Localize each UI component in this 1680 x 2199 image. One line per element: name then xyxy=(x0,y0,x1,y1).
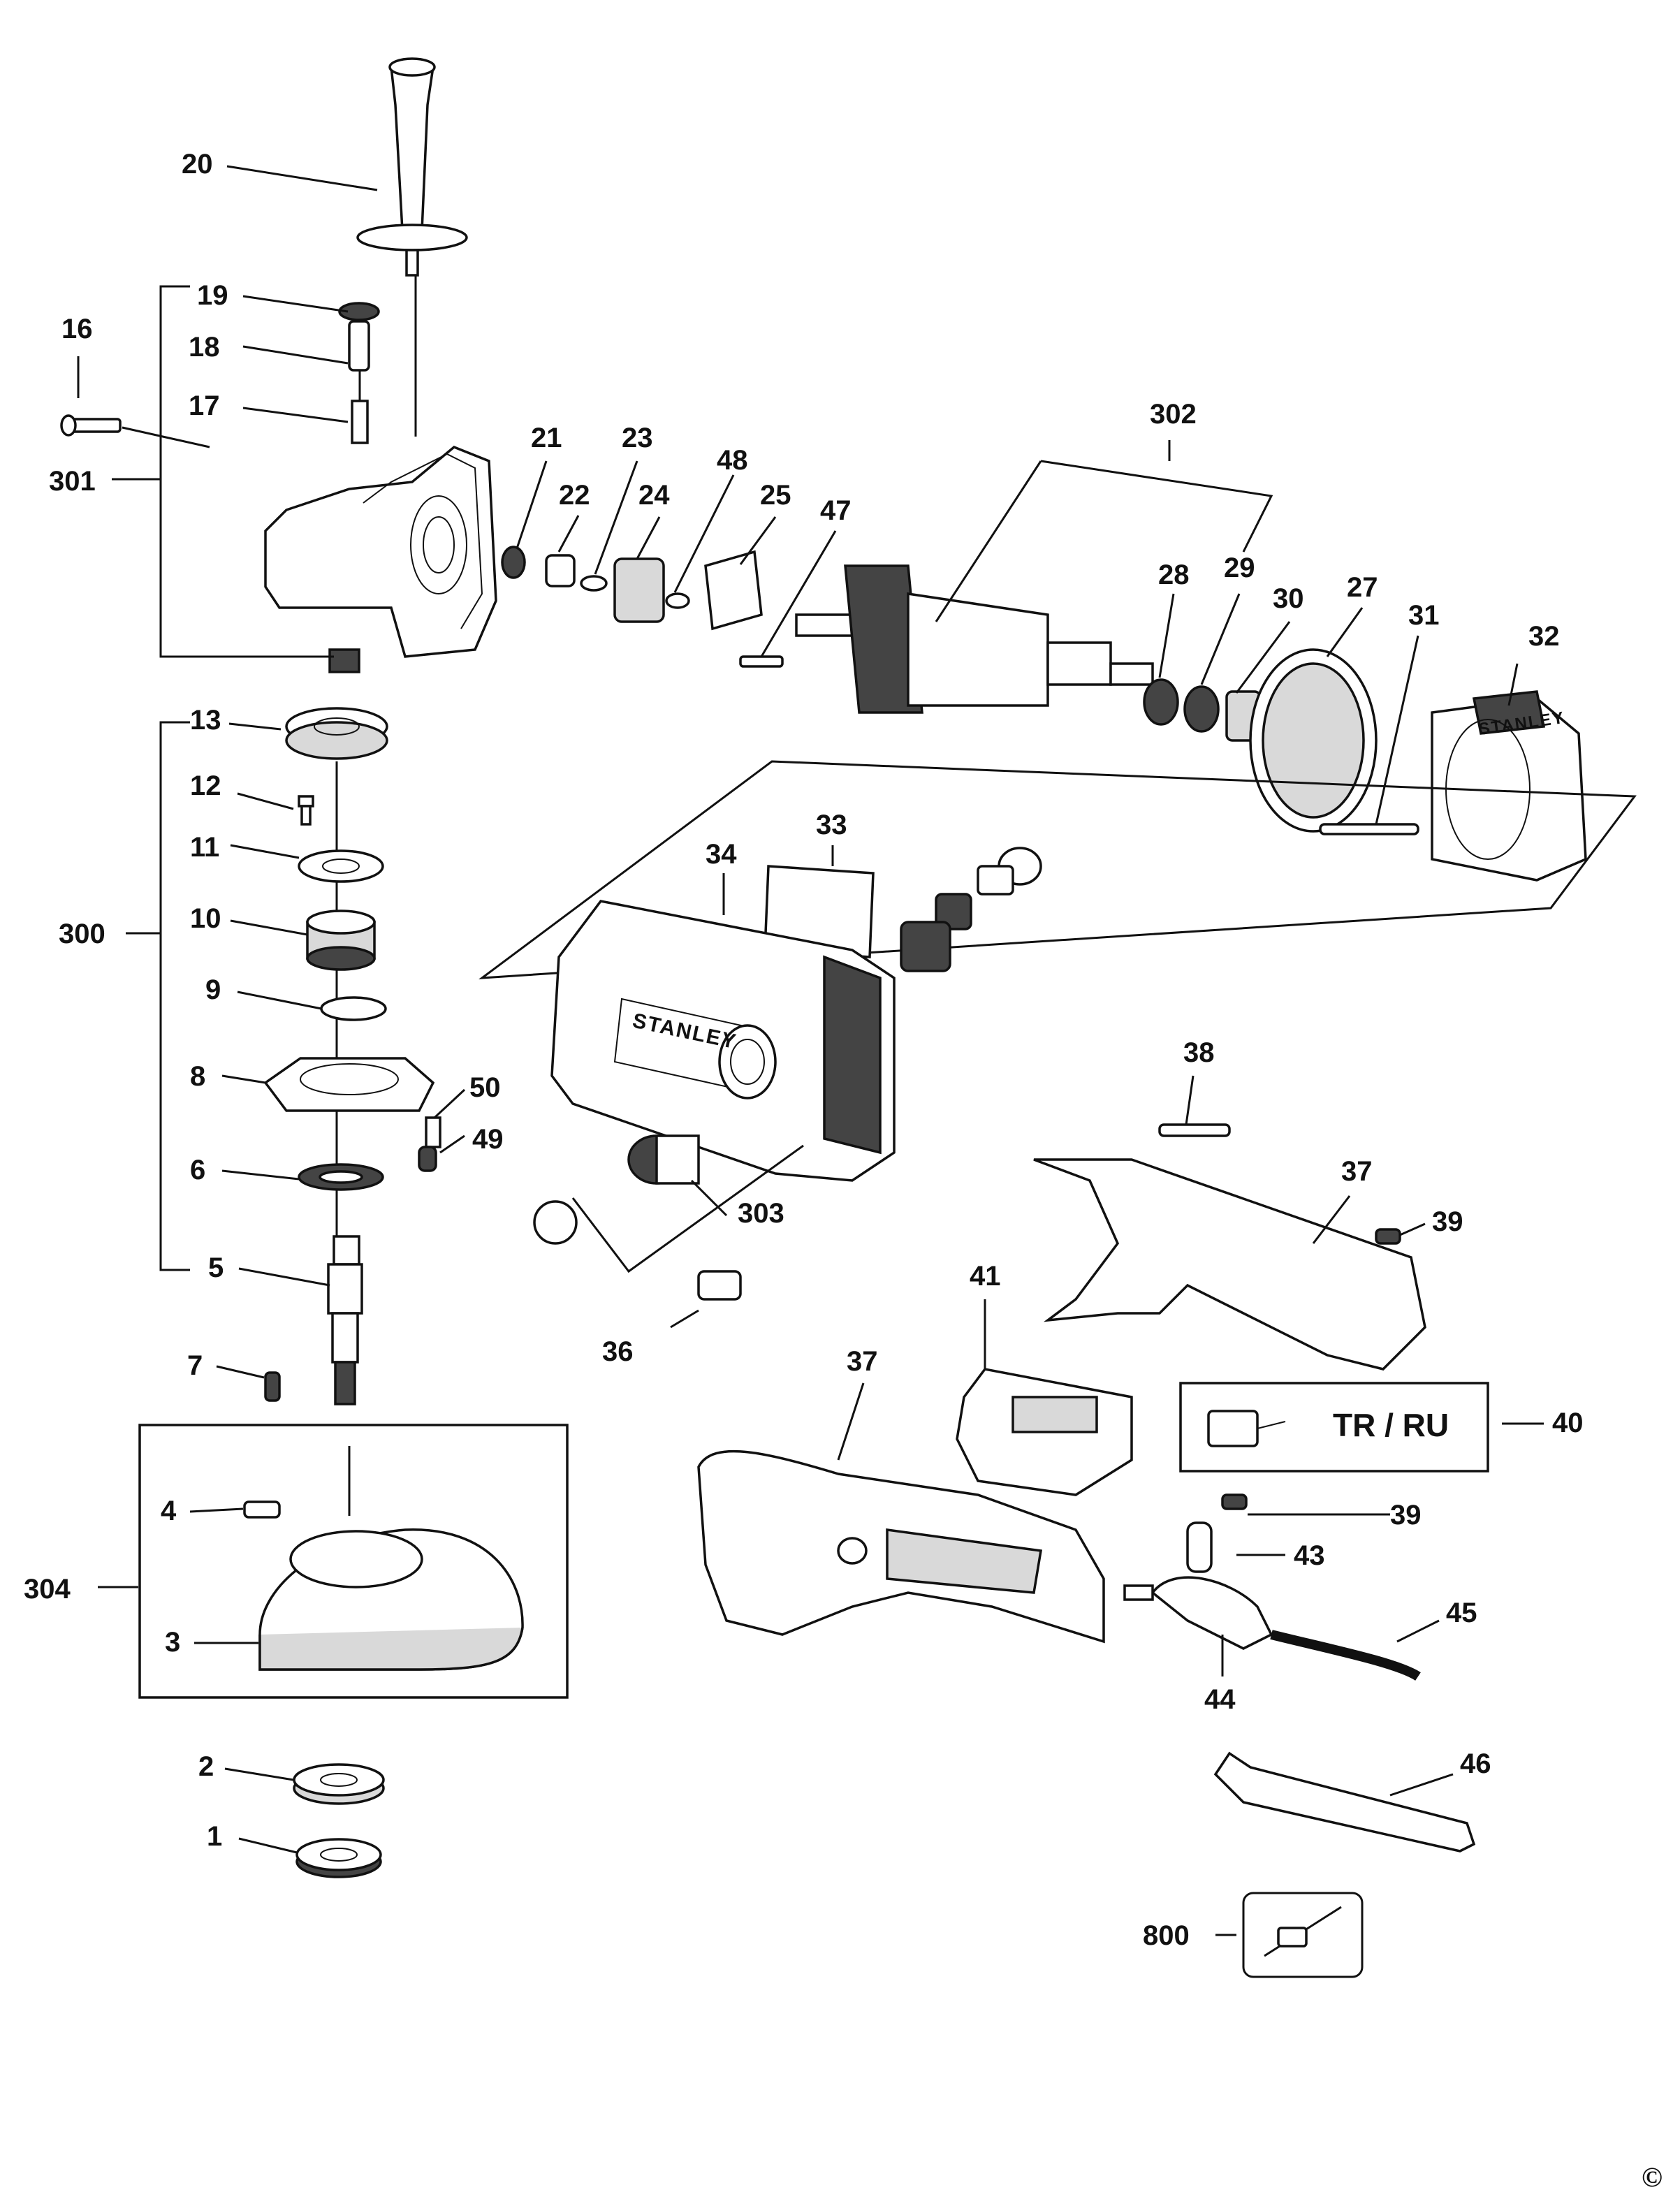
label-303: 303 xyxy=(738,1198,784,1229)
spanner-part xyxy=(1213,1751,1476,1853)
screw-39b-part xyxy=(1221,1493,1248,1510)
baffle-part xyxy=(1249,648,1378,833)
label-18: 18 xyxy=(189,332,220,363)
label-13: 13 xyxy=(190,705,221,736)
side-handle-part xyxy=(356,57,468,277)
label-34: 34 xyxy=(706,839,737,870)
label-47: 47 xyxy=(820,495,852,526)
label-19: 19 xyxy=(197,280,228,311)
label-800: 800 xyxy=(1143,1920,1190,1951)
cord-part xyxy=(1123,1576,1421,1681)
bolt-part xyxy=(298,795,314,826)
label-29: 29 xyxy=(1224,553,1255,583)
screw-39a-part xyxy=(1375,1228,1401,1245)
label-17: 17 xyxy=(189,390,220,421)
clamp-43-part xyxy=(1186,1521,1213,1573)
label-301: 301 xyxy=(49,466,96,497)
rear-handle-bottom-part xyxy=(697,1449,1105,1644)
label-302: 302 xyxy=(1150,399,1197,430)
label-3: 3 xyxy=(165,1627,180,1658)
label-44: 44 xyxy=(1204,1684,1236,1715)
label-21: 21 xyxy=(531,423,562,453)
label-10: 10 xyxy=(190,903,221,934)
guard-box xyxy=(138,1424,569,1699)
label-7: 7 xyxy=(187,1350,203,1381)
label-43: 43 xyxy=(1294,1540,1325,1571)
label-5: 5 xyxy=(208,1252,224,1283)
label-6: 6 xyxy=(190,1155,205,1185)
label-33: 33 xyxy=(816,810,847,840)
label-300: 300 xyxy=(59,919,105,949)
label-11: 11 xyxy=(190,832,219,863)
label-38: 38 xyxy=(1183,1037,1215,1068)
label-27: 27 xyxy=(1347,572,1378,603)
field-part xyxy=(1431,690,1587,882)
plug-36-part xyxy=(697,1270,742,1301)
nut-1-part xyxy=(295,1838,382,1878)
label-37a: 37 xyxy=(1341,1156,1373,1187)
label-25: 25 xyxy=(760,480,791,511)
armature-part xyxy=(795,564,1262,742)
label-48: 48 xyxy=(717,445,748,476)
motor-housing-part xyxy=(550,900,896,1182)
label-32: 32 xyxy=(1528,621,1560,652)
label-8: 8 xyxy=(190,1061,205,1092)
label-46: 46 xyxy=(1460,1748,1491,1779)
screw-31-part xyxy=(1319,823,1419,835)
bearing-housing-part xyxy=(263,1057,435,1112)
copyright-mark: © xyxy=(1642,2161,1663,2193)
label-plate-part xyxy=(764,865,875,958)
part-number-labels: 20 19 16 18 17 301 13 12 11 300 10 9 8 5… xyxy=(24,149,1584,1951)
plate-part xyxy=(298,849,384,883)
label-41: 41 xyxy=(970,1261,1001,1292)
spindle-part xyxy=(327,1235,363,1405)
label-49: 49 xyxy=(472,1124,504,1155)
bearing-part xyxy=(306,909,376,971)
label-12: 12 xyxy=(190,770,221,801)
label-28: 28 xyxy=(1158,560,1190,590)
tr-ru-box xyxy=(1179,1382,1489,1473)
screw-7-part xyxy=(264,1371,281,1402)
label-45: 45 xyxy=(1446,1598,1477,1628)
label-9: 9 xyxy=(205,974,221,1005)
label-1: 1 xyxy=(207,1821,222,1852)
label-20: 20 xyxy=(182,149,213,180)
label-37b: 37 xyxy=(847,1346,878,1377)
label-24: 24 xyxy=(638,480,670,511)
label-36: 36 xyxy=(602,1336,634,1367)
label-50: 50 xyxy=(469,1072,501,1103)
region-box-text: TR / RU xyxy=(1333,1407,1449,1443)
label-23: 23 xyxy=(622,423,653,453)
label-22: 22 xyxy=(559,480,590,511)
switch-part xyxy=(956,1368,1133,1496)
wheel-guard-part xyxy=(243,1446,524,1671)
leader-lines xyxy=(77,165,1544,1936)
label-39b: 39 xyxy=(1390,1500,1422,1530)
knob-part xyxy=(338,302,380,444)
armature-small-parts xyxy=(501,546,784,668)
brush-holder-part xyxy=(900,847,1042,972)
label-39a: 39 xyxy=(1432,1206,1463,1237)
brush-cap-part xyxy=(533,1134,700,1245)
label-304: 304 xyxy=(24,1574,71,1605)
rear-handle-top-part xyxy=(1033,1123,1426,1371)
label-40: 40 xyxy=(1552,1408,1584,1438)
label-16: 16 xyxy=(61,314,93,344)
label-31: 31 xyxy=(1408,600,1440,631)
label-30: 30 xyxy=(1273,583,1304,614)
assembly-plane xyxy=(479,760,1637,979)
label-2: 2 xyxy=(198,1751,214,1782)
flange-2-part xyxy=(293,1763,385,1805)
kit-800-box xyxy=(1242,1892,1364,1978)
flange-part xyxy=(285,707,388,760)
washer-part xyxy=(320,996,387,1021)
label-4: 4 xyxy=(161,1496,177,1526)
spring-pin-part xyxy=(418,1116,441,1172)
gear-housing-part xyxy=(264,445,497,673)
screw-part xyxy=(60,414,122,437)
